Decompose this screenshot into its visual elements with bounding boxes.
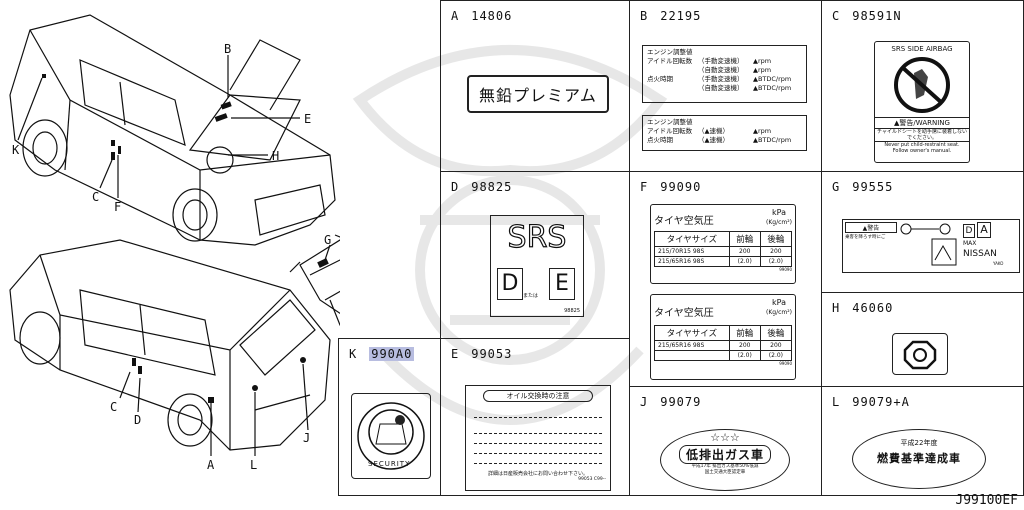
callout-h: H — [272, 149, 280, 163]
low-emission-label: ☆☆☆ 低排出ガス車 平成17年 排出ガス基準50%低減 国土交通大臣認定車 — [660, 429, 790, 491]
srs-text: SRS — [507, 219, 567, 255]
table-row: (2.0)(2.0) — [654, 350, 793, 361]
tuning-cell: ▲BTDC/rpm — [752, 136, 792, 144]
security-emblem-icon — [357, 402, 425, 470]
tuning-cell: （自動変速機） — [698, 66, 744, 74]
octagon-plug-icon — [903, 340, 937, 370]
oil-change-label: オイル交換時の注意 詳細は日産販売会社にお問い合わせ下さい。 99053 C99… — [465, 385, 611, 491]
tuning-cell: アイドル回転数 — [647, 127, 693, 135]
column-header: タイヤサイズ — [654, 231, 730, 247]
table-cell: (2.0) — [728, 256, 761, 267]
table-cell: 200 — [759, 246, 793, 257]
tuning-cell — [647, 66, 698, 75]
table-row: 215/65R16 98S(2.0)(2.0) — [654, 256, 793, 267]
tuning-cell: ▲rpm — [752, 57, 772, 65]
table-header-row: タイヤサイズ前輪後輪 — [654, 231, 793, 247]
callout-k: K — [12, 143, 20, 157]
tuning-cell: （自動変速機） — [698, 84, 744, 92]
column-header: 前輪 — [728, 231, 761, 247]
table-cell: (2.0) — [759, 256, 793, 267]
srs-label: SRS D または E 98825 — [490, 215, 584, 317]
callout-d: D — [134, 413, 142, 427]
tuning-cell: 点火時期 — [647, 75, 673, 83]
table-cell — [654, 350, 730, 361]
tuning-cell: （手動変速機） — [698, 57, 744, 65]
plug-label — [892, 333, 948, 375]
tuning-cell: 点火時期 — [647, 136, 673, 144]
tuning-cell: ▲BTDC/rpm — [752, 75, 792, 83]
fuel-efficiency-label: 平成22年度 燃費基準達成車 — [852, 429, 986, 489]
unleaded-premium-label: 無鉛プレミアム — [467, 75, 609, 113]
airbag-label-heading: SRS SIDE AIRBAG — [891, 45, 953, 53]
table-cell: (2.0) — [728, 350, 761, 361]
column-header: 後輪 — [759, 325, 793, 341]
table-cell: 215/65R16 98S — [654, 340, 730, 351]
column-header: タイヤサイズ — [654, 325, 730, 341]
diagram-code: J99100EF — [955, 493, 1018, 508]
tuning-cell — [647, 84, 698, 93]
tuning-cell: （▲速機） — [698, 127, 730, 135]
callout-j: J — [303, 431, 311, 445]
callout-e: E — [304, 112, 312, 126]
tuning-cell: （手動変速機） — [698, 75, 744, 83]
car-rear-view — [9, 239, 331, 451]
tuning-row: 点火時期 （手動変速機） ▲BTDC/rpm — [647, 75, 802, 84]
table-cell: 200 — [759, 340, 793, 351]
jack-diagram-icon — [931, 238, 957, 266]
table-cell: (2.0) — [759, 350, 793, 361]
tuning-row: アイドル回転数 （手動変速機） ▲rpm — [647, 57, 802, 66]
column-header: 後輪 — [759, 231, 793, 247]
car-front-view — [9, 14, 336, 246]
tuning-cell: （▲速機） — [698, 136, 730, 144]
srs-side-airbag-label: SRS SIDE AIRBAG ▲警告/WARNING チャイルドシートを助手席… — [874, 41, 970, 163]
security-label: SECURITY — [351, 393, 431, 479]
no-child-seat-icon — [894, 57, 950, 113]
tuning-row: 点火時期 （▲速機） ▲BTDC/rpm — [647, 136, 802, 145]
tuning-cell: アイドル回転数 — [647, 57, 693, 65]
table-cell: 215/65R16 98S — [654, 256, 730, 267]
jack-warning-label: ▲警告 乗客を降ろす時にご D A MAX NISSAN YAKO — [842, 219, 1020, 273]
tuning-cell: ▲rpm — [752, 127, 772, 135]
tuning-row: （自動変速機） ▲rpm — [647, 66, 802, 75]
tuning-cell: ▲BTDC/rpm — [752, 84, 792, 92]
callout-l: L — [250, 458, 258, 472]
callout-c-2: C — [110, 400, 118, 414]
vehicle-illustration — [9, 14, 340, 456]
table-cell: 200 — [728, 340, 761, 351]
tuning-cell: ▲rpm — [752, 66, 772, 74]
wrench-icon — [900, 223, 951, 235]
callout-b: B — [224, 42, 232, 56]
callout-f: F — [114, 200, 122, 214]
callout-c-1: C — [92, 190, 100, 204]
callout-g: G — [324, 233, 332, 247]
highlighted-part-number: 990A0 — [369, 347, 415, 361]
jack-illustration — [289, 234, 340, 326]
table-cell: 215/70R15 98S — [654, 246, 730, 257]
crest-watermark — [352, 45, 668, 425]
table-cell: 200 — [728, 246, 761, 257]
tuning-row: （自動変速機） ▲BTDC/rpm — [647, 84, 802, 93]
tuning-row: アイドル回転数 （▲速機） ▲rpm — [647, 127, 802, 136]
column-header: 前輪 — [728, 325, 761, 341]
table-header-row: タイヤサイズ前輪後輪 — [654, 325, 793, 341]
callout-a: A — [207, 458, 215, 472]
